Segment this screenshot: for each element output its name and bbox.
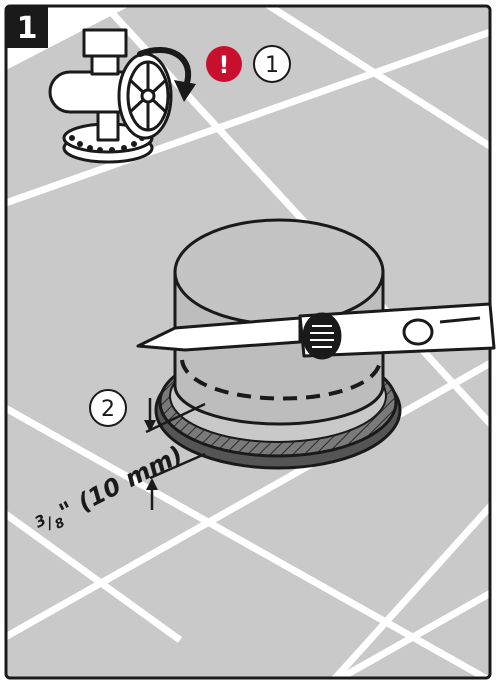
warning-icon: ! (206, 46, 242, 82)
warning-symbol: ! (219, 51, 230, 79)
shutoff-valve-icon (48, 28, 173, 164)
step-number: 1 (17, 11, 38, 46)
callout-2: 2 (89, 389, 127, 427)
callout-1: 1 (253, 45, 291, 83)
step-badge: 1 (6, 6, 48, 48)
callout-1-label: 1 (265, 53, 279, 78)
dimension-marker (144, 398, 206, 510)
callout-2-label: 2 (101, 397, 115, 422)
utility-knife-icon (136, 302, 496, 360)
clockwise-arrow-icon (137, 47, 196, 102)
